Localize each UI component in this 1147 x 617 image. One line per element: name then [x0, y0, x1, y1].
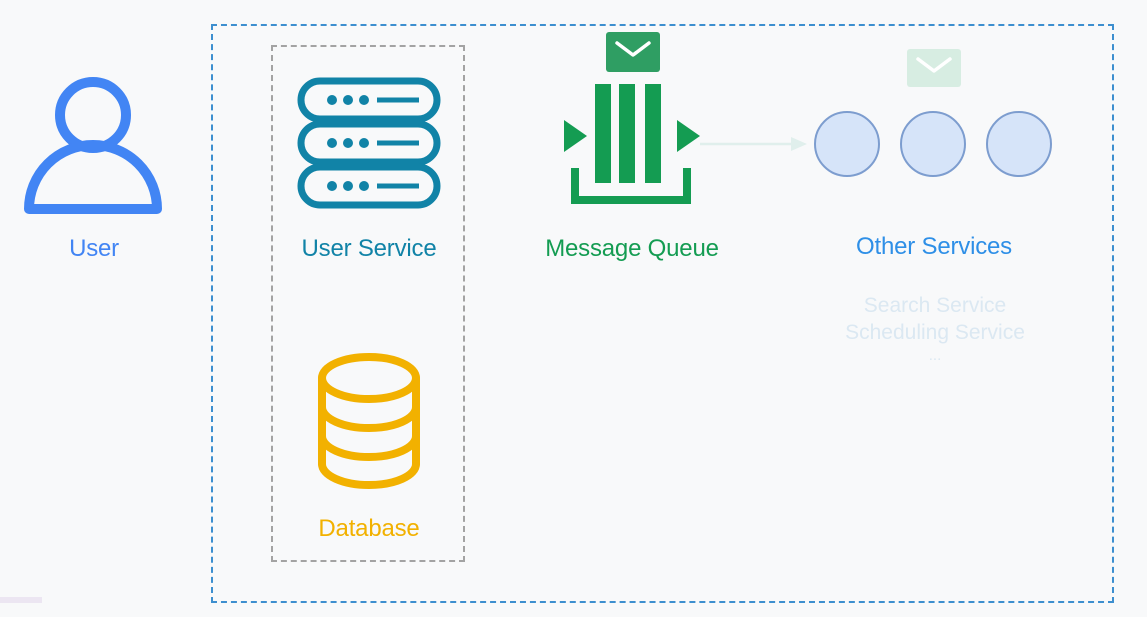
person-icon [24, 77, 162, 214]
envelope-icon [606, 32, 660, 72]
other-service-item: Search Service [863, 294, 1007, 317]
system-boundary-box [211, 24, 1114, 603]
circle-icon [900, 111, 966, 177]
circle-icon [986, 111, 1052, 177]
scroll-indicator [0, 597, 42, 603]
other-services-list: Search Service Scheduling Service ... [800, 292, 1070, 366]
database-cylinder-icon [318, 353, 420, 489]
message-queue-icon [564, 84, 700, 204]
user-label: User [69, 235, 119, 262]
arrow-icon [700, 137, 807, 151]
user-service-label: User Service [301, 235, 437, 262]
circle-icon [814, 111, 880, 177]
user-service-group-box [271, 45, 465, 562]
other-service-item: ... [928, 347, 942, 364]
service-nodes [814, 111, 1052, 177]
other-services-label: Other Services [856, 233, 1012, 260]
envelope-icon [907, 49, 961, 87]
server-stack-icon [297, 77, 441, 209]
message-queue-label: Message Queue [545, 235, 719, 262]
other-service-item: Scheduling Service [845, 321, 1025, 344]
database-label: Database [318, 515, 420, 542]
